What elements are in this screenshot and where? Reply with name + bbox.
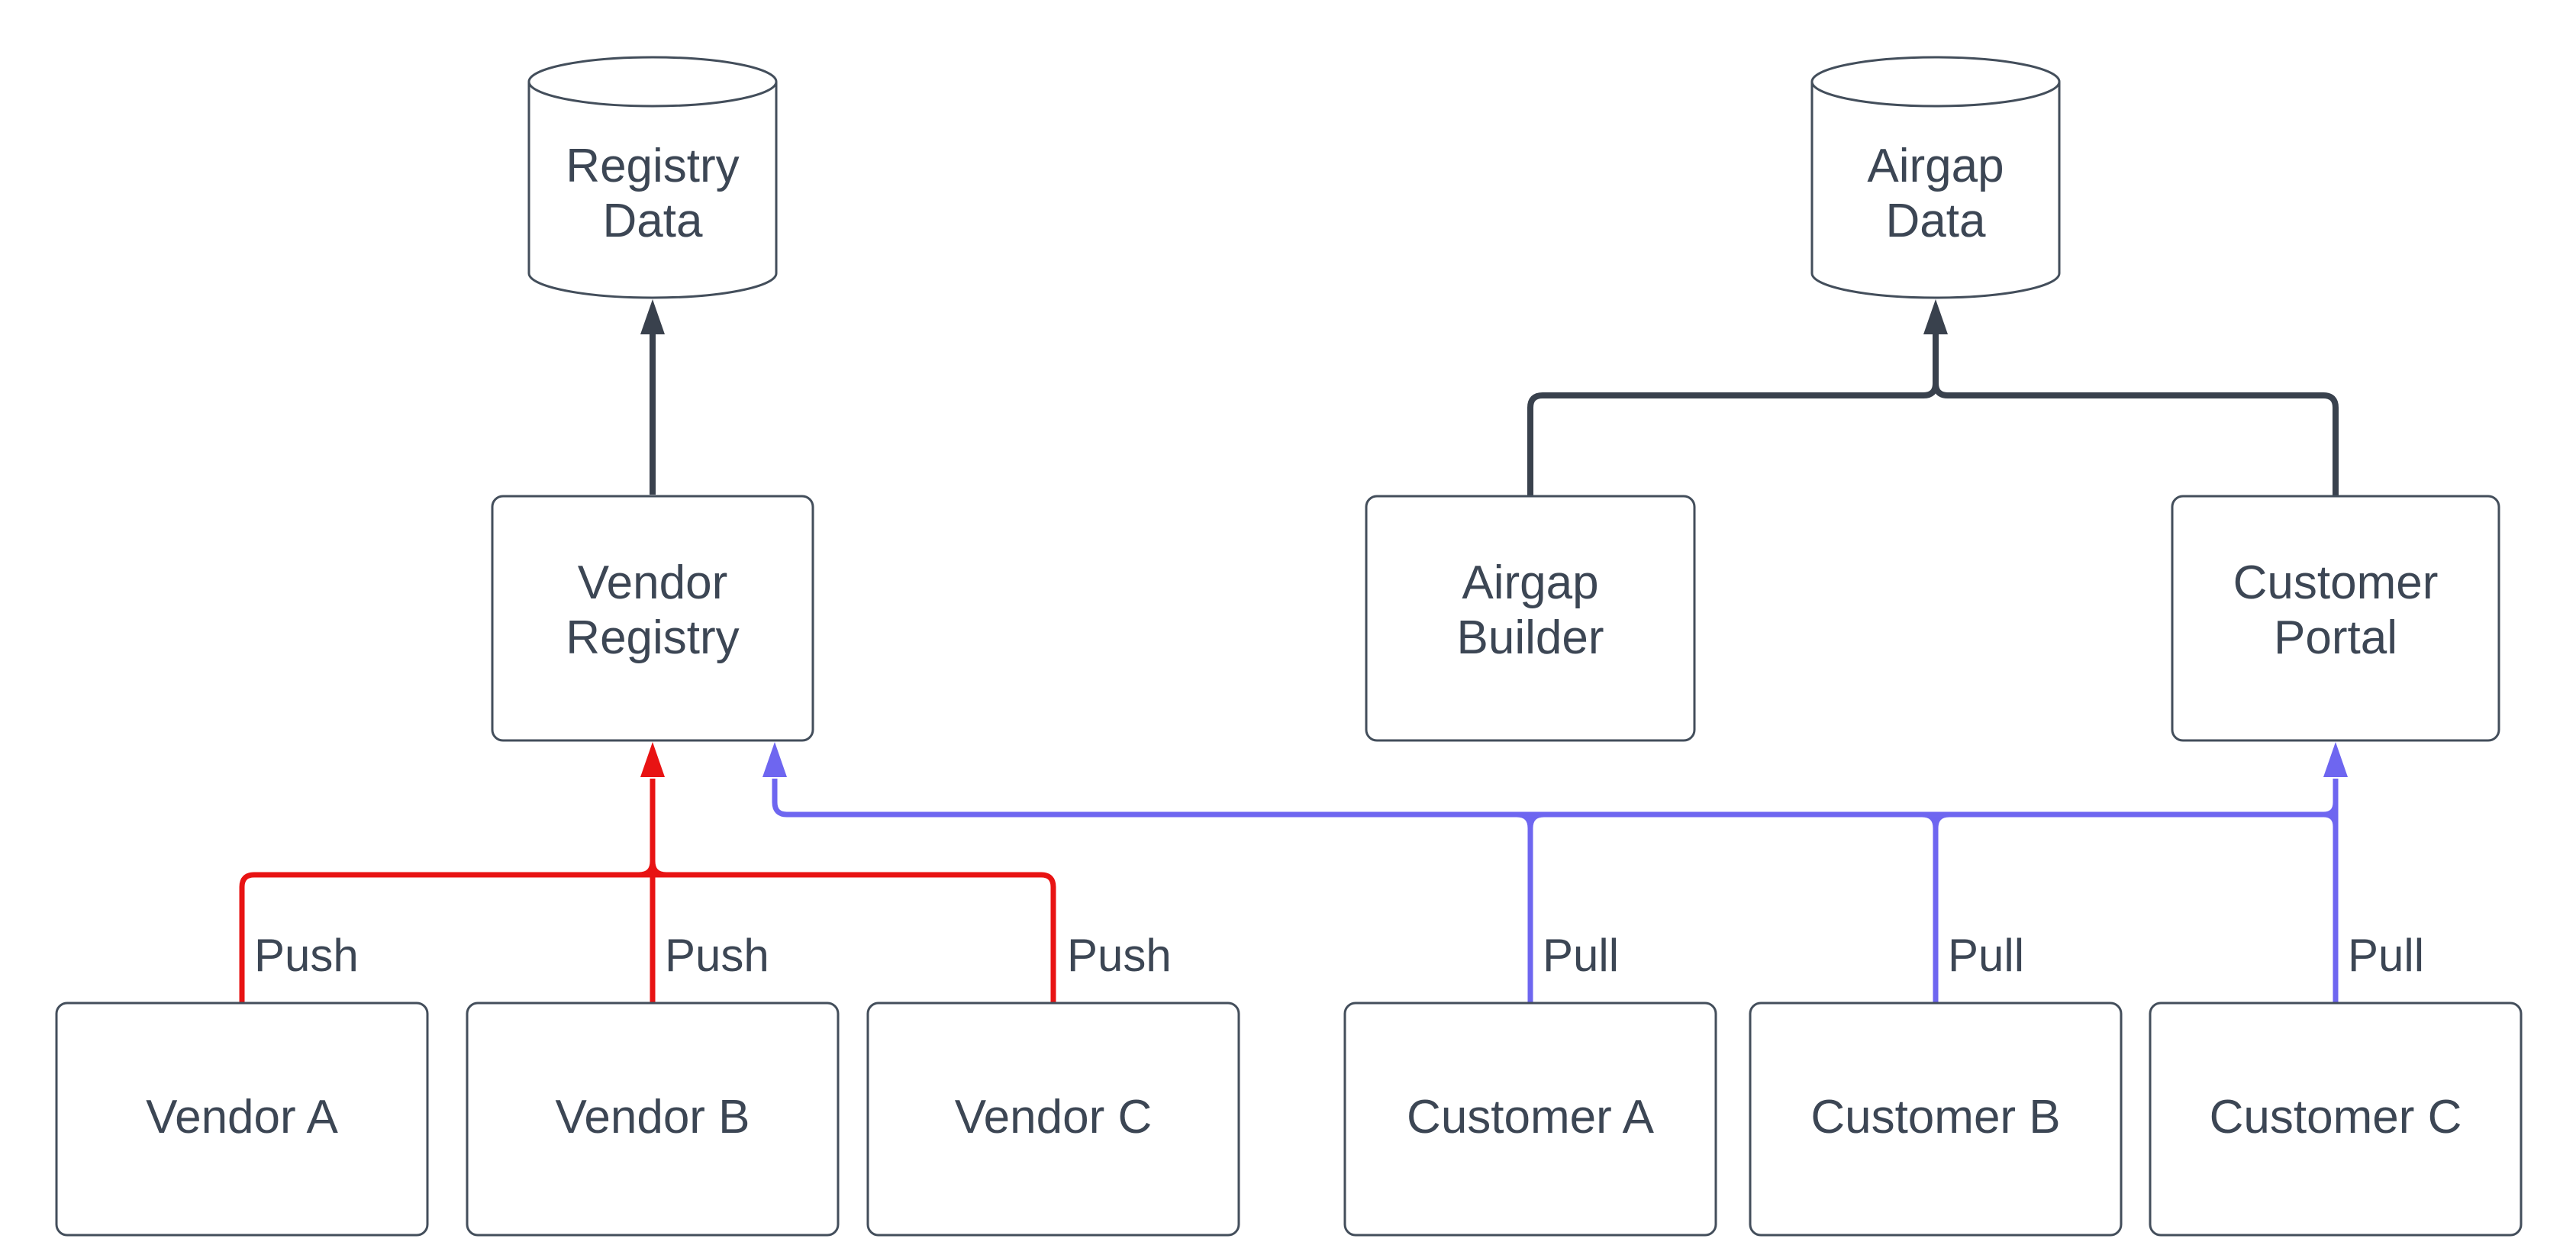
node-box [491,495,814,742]
edge-airgap-builder-to-airgap-data [1527,333,1939,498]
node-box [1343,1002,1717,1237]
node-label: Vendor B [555,1091,750,1143]
cylinder-top [527,56,778,108]
edge-pull-manifold [762,742,2348,1003]
node-customer-a: Customer A [1343,1002,1717,1237]
node-box [55,1002,429,1237]
edge-label-push-vendor-b: Push [665,930,769,981]
node-box [466,1002,840,1237]
node-label-line2: Registry [566,611,739,664]
edge-label-push-vendor-c: Push [1067,930,1172,981]
node-label-line2: Data [603,195,703,247]
edge-line [772,779,2323,818]
node-customer-b: Customer B [1749,1002,2123,1237]
junction-fillet [1933,811,1950,829]
node-label: Customer A [1407,1091,1655,1143]
node-label: Customer B [1810,1091,2060,1143]
node-label-line2: Portal [2274,611,2397,664]
node-vendor-a: Vendor A [55,1002,429,1237]
node-label-line2: Builder [1457,611,1604,664]
arrowhead-up-icon [762,742,787,777]
node-label: Vendor C [955,1091,1153,1143]
junction-fillet [650,860,667,878]
node-airgap-data: Airgap Data [1810,56,2061,299]
edge-label-pull-customer-a: Pull [1543,930,1619,981]
node-box [2171,495,2500,742]
arrowhead-up-icon [640,742,665,777]
arrowhead-up-icon [2323,742,2348,777]
node-customer-c: Customer C [2149,1002,2523,1237]
edge-line [1527,333,1939,498]
arrowhead-up-icon [1923,299,1948,334]
node-label-line1: Airgap [1462,556,1598,609]
node-label-line2: Data [1886,195,1986,247]
node-airgap-builder: Airgap Builder [1365,495,1696,742]
node-box [1365,495,1696,742]
node-vendor-b: Vendor B [466,1002,840,1237]
node-label-line1: Customer [2233,556,2439,609]
edge-label-pull-customer-b: Pull [1948,930,2024,981]
cylinder-body [527,82,778,299]
cylinder-body [1810,82,2061,299]
edge-label-pull-customer-c: Pull [2348,930,2424,981]
node-label-line1: Airgap [1867,140,2004,192]
edge-vendor-registry-to-registry-data [640,299,665,495]
node-box [2149,1002,2523,1237]
node-label-line1: Vendor [578,556,728,609]
edge-line [239,872,1056,1003]
junction-fillet [1527,811,1545,829]
node-label-line1: Registry [566,140,739,192]
node-box [866,1002,1240,1237]
node-vendor-registry: Vendor Registry [491,495,814,742]
arrowhead-up-icon [640,299,665,334]
edge-customer-portal-to-airgap-data [1923,299,2339,498]
edge-label-push-vendor-a: Push [254,930,359,981]
node-label: Customer C [2210,1091,2462,1143]
cylinder-top [1810,56,2061,108]
edge-push-manifold [239,742,1056,1003]
node-label: Vendor A [146,1091,338,1143]
node-customer-portal: Customer Portal [2171,495,2500,742]
node-registry-data: Registry Data [527,56,778,299]
node-box [1749,1002,2123,1237]
edge-line [1933,382,2339,498]
node-vendor-c: Vendor C [866,1002,1240,1237]
